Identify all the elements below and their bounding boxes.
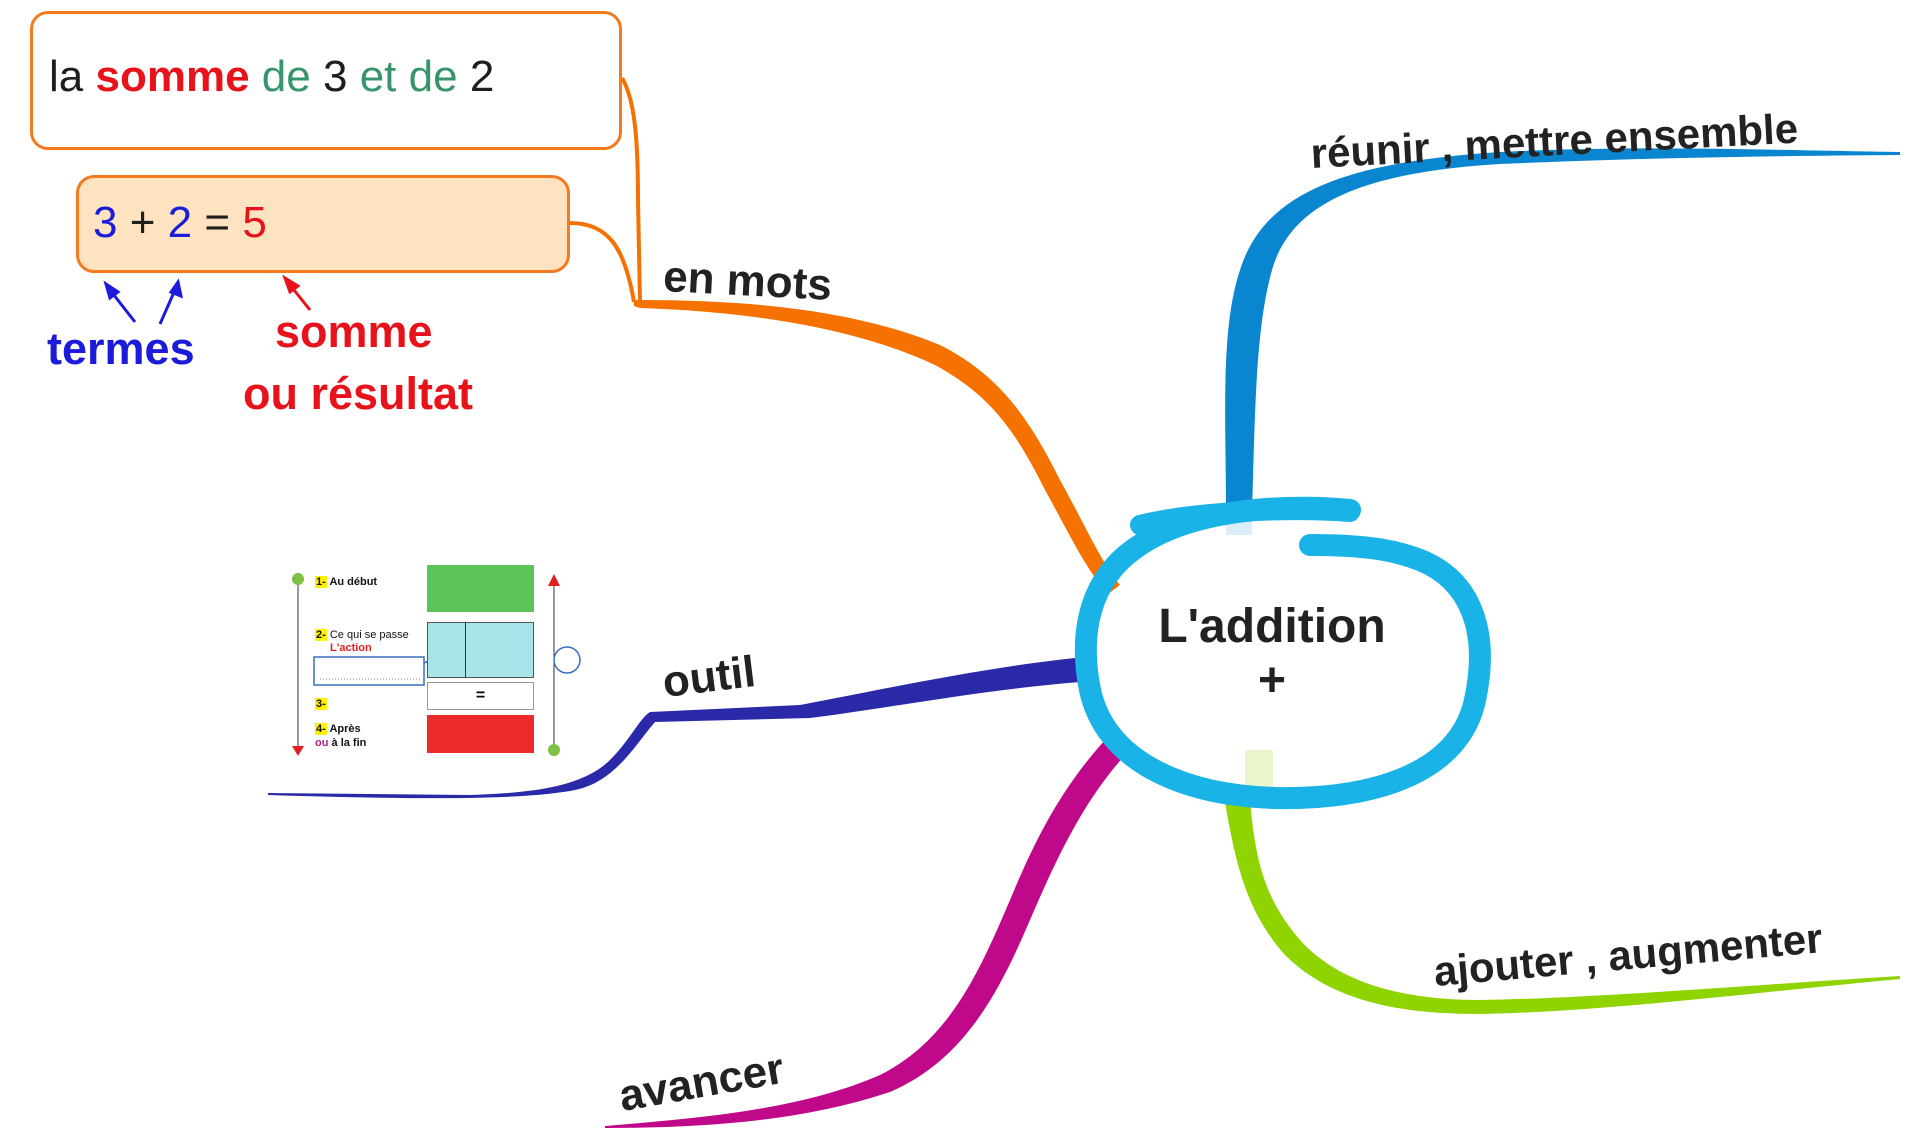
step-1-label: Au début (329, 576, 378, 588)
down-arrow-icon (292, 746, 304, 756)
step-4: 4- Après (315, 723, 361, 735)
action-block (427, 622, 534, 678)
action-divider (465, 622, 466, 678)
step-4-label: Après (329, 723, 361, 735)
word: 2 (469, 52, 495, 101)
sum-label-line1: somme (275, 306, 433, 357)
branch-label-en-mots: en mots (662, 252, 834, 310)
sum-label-line2: ou résultat (243, 368, 474, 419)
central-ring-tail (1130, 500, 1360, 535)
equals-block: = (427, 682, 534, 710)
step-1: 1- Au début (315, 576, 377, 588)
start-block (427, 565, 534, 612)
sentence-text: la somme de 3 et de 2 (49, 52, 494, 102)
branch-reunir (1225, 148, 1900, 512)
plus-sign: + (129, 198, 156, 247)
sum-arrow (282, 274, 312, 311)
central-symbol: + (1257, 654, 1287, 707)
tool-figure: = 1- Au début 2- Ce qui se passe L'actio… (270, 560, 590, 770)
equals-sign: = (204, 198, 231, 247)
result: 5 (242, 198, 267, 247)
equation-text: 3 + 2 = 5 (93, 198, 267, 248)
branch-avancer (605, 740, 1125, 1128)
connector-box2 (569, 221, 636, 303)
step-2-label: Ce qui se passe (329, 629, 409, 641)
connector-box1 (620, 76, 642, 303)
word: 3 (322, 52, 348, 101)
branch-outil (268, 658, 1080, 799)
step-3-num: 3- (315, 698, 327, 710)
step-2-sub: L'action (330, 642, 372, 654)
word: de (261, 52, 311, 101)
end-block (427, 715, 534, 753)
step-2-num: 2- (315, 629, 327, 641)
word: la (49, 52, 84, 101)
fade-green (1245, 750, 1273, 790)
terms-arrows (103, 278, 184, 325)
terms-label: termes (47, 323, 195, 374)
central-title: L'addition (1158, 600, 1386, 653)
word-sum: somme (95, 52, 250, 101)
step-4-sub-text: à la fin (331, 737, 367, 749)
equation-box: 3 + 2 = 5 (76, 175, 570, 273)
step-2: 2- Ce qui se passe (315, 629, 409, 641)
term-2: 2 (167, 198, 193, 247)
up-arrow-icon (548, 574, 560, 586)
branch-en-mots (634, 300, 1120, 594)
step-3: 3- (315, 698, 327, 710)
term-1: 3 (93, 198, 118, 247)
word: et de (359, 52, 458, 101)
start-dot (292, 573, 304, 585)
central-node[interactable]: L'addition + (1077, 600, 1467, 708)
step-4-sub-prefix: ou (315, 737, 329, 749)
end-dot (548, 744, 560, 756)
step-4-num: 4- (315, 723, 327, 735)
central-ring (1074, 496, 1491, 810)
total-circle (553, 646, 581, 674)
step-4-sub: ou à la fin (315, 737, 366, 749)
sentence-box: la somme de 3 et de 2 (30, 11, 622, 150)
step-1-num: 1- (315, 576, 327, 588)
